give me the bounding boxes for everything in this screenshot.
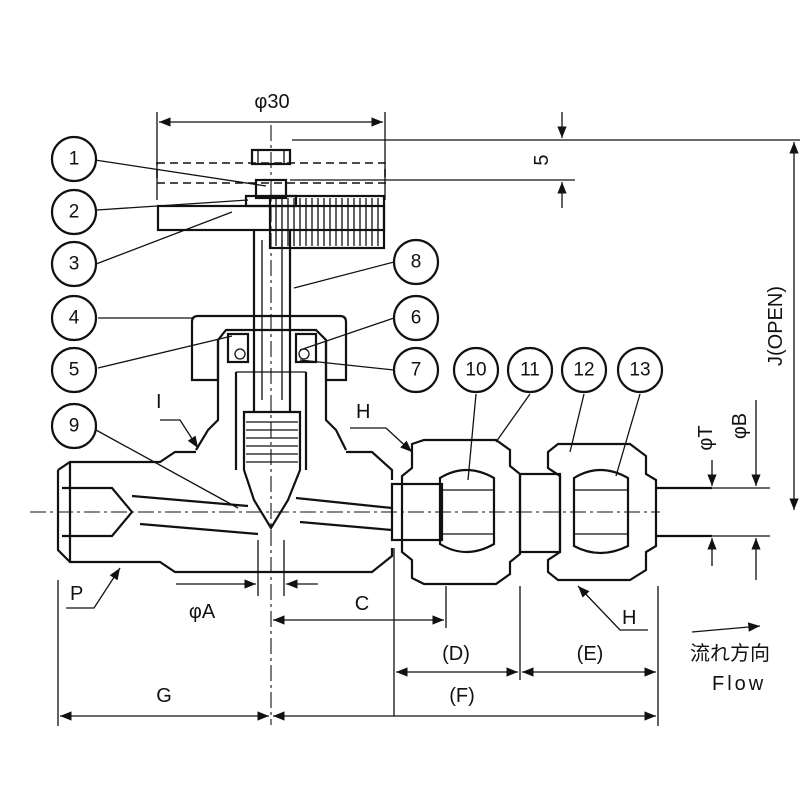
dim-phiA bbox=[176, 540, 318, 596]
g-label: G bbox=[156, 685, 172, 707]
h-top-leader bbox=[350, 427, 413, 453]
balloon-12: 12 bbox=[560, 346, 608, 394]
valve-body bbox=[56, 450, 394, 574]
handwheel bbox=[156, 148, 386, 250]
svg-text:7: 7 bbox=[411, 360, 422, 381]
balloon-13: 13 bbox=[616, 346, 664, 394]
dim-5 bbox=[290, 112, 800, 208]
svg-text:8: 8 bbox=[411, 252, 422, 273]
svg-text:11: 11 bbox=[520, 360, 540, 381]
f-label: (F) bbox=[449, 685, 475, 707]
balloon-3: 3 bbox=[50, 240, 98, 288]
i-leader bbox=[160, 419, 199, 449]
dim-d-e-f-g bbox=[57, 548, 659, 726]
balloon-2: 2 bbox=[50, 188, 98, 236]
c-label: C bbox=[355, 593, 369, 615]
balloon-6: 6 bbox=[392, 294, 440, 342]
balloon-4: 4 bbox=[50, 294, 98, 342]
svg-text:13: 13 bbox=[629, 360, 650, 381]
h-bottom-label: H bbox=[622, 607, 636, 629]
balloon-11: 11 bbox=[506, 346, 554, 394]
e-label: (E) bbox=[577, 643, 604, 665]
balloon-5: 5 bbox=[50, 346, 98, 394]
dim-phi30 bbox=[156, 112, 386, 200]
balloon-leaders bbox=[94, 159, 641, 509]
phi30-label: φ30 bbox=[254, 91, 289, 113]
phiB-label: φB bbox=[729, 413, 751, 439]
flow-label-en: Flow bbox=[712, 673, 766, 695]
h-bottom-leader bbox=[577, 585, 648, 631]
balloon-8: 8 bbox=[392, 238, 440, 286]
flow-arrow-icon bbox=[691, 622, 761, 633]
balloon-9: 9 bbox=[50, 402, 98, 450]
balloon-10: 10 bbox=[452, 346, 500, 394]
svg-text:5: 5 bbox=[69, 360, 80, 381]
p-label: P bbox=[70, 583, 83, 605]
balloon-7: 7 bbox=[392, 346, 440, 394]
svg-text:12: 12 bbox=[573, 360, 594, 381]
stem bbox=[242, 230, 302, 531]
j-open-label: J(OPEN) bbox=[765, 286, 787, 366]
dim-phiT-phiB bbox=[660, 400, 770, 580]
svg-text:10: 10 bbox=[465, 360, 486, 381]
svg-text:4: 4 bbox=[69, 308, 80, 329]
five-label: 5 bbox=[531, 154, 553, 165]
svg-text:3: 3 bbox=[69, 254, 80, 275]
svg-text:9: 9 bbox=[69, 416, 80, 437]
phiA-label: φA bbox=[189, 601, 216, 623]
flow-label-jp: 流れ方向 bbox=[690, 642, 770, 665]
phiT-label: φT bbox=[695, 425, 717, 450]
d-label: (D) bbox=[442, 643, 470, 665]
bonnet bbox=[190, 314, 348, 470]
balloon-1: 1 bbox=[50, 135, 98, 183]
i-label: I bbox=[156, 391, 162, 413]
dim-c bbox=[273, 586, 447, 628]
p-leader bbox=[66, 567, 121, 609]
svg-text:2: 2 bbox=[69, 202, 80, 223]
h-top-label: H bbox=[356, 401, 370, 423]
svg-text:1: 1 bbox=[69, 149, 80, 170]
svg-text:6: 6 bbox=[411, 308, 422, 329]
